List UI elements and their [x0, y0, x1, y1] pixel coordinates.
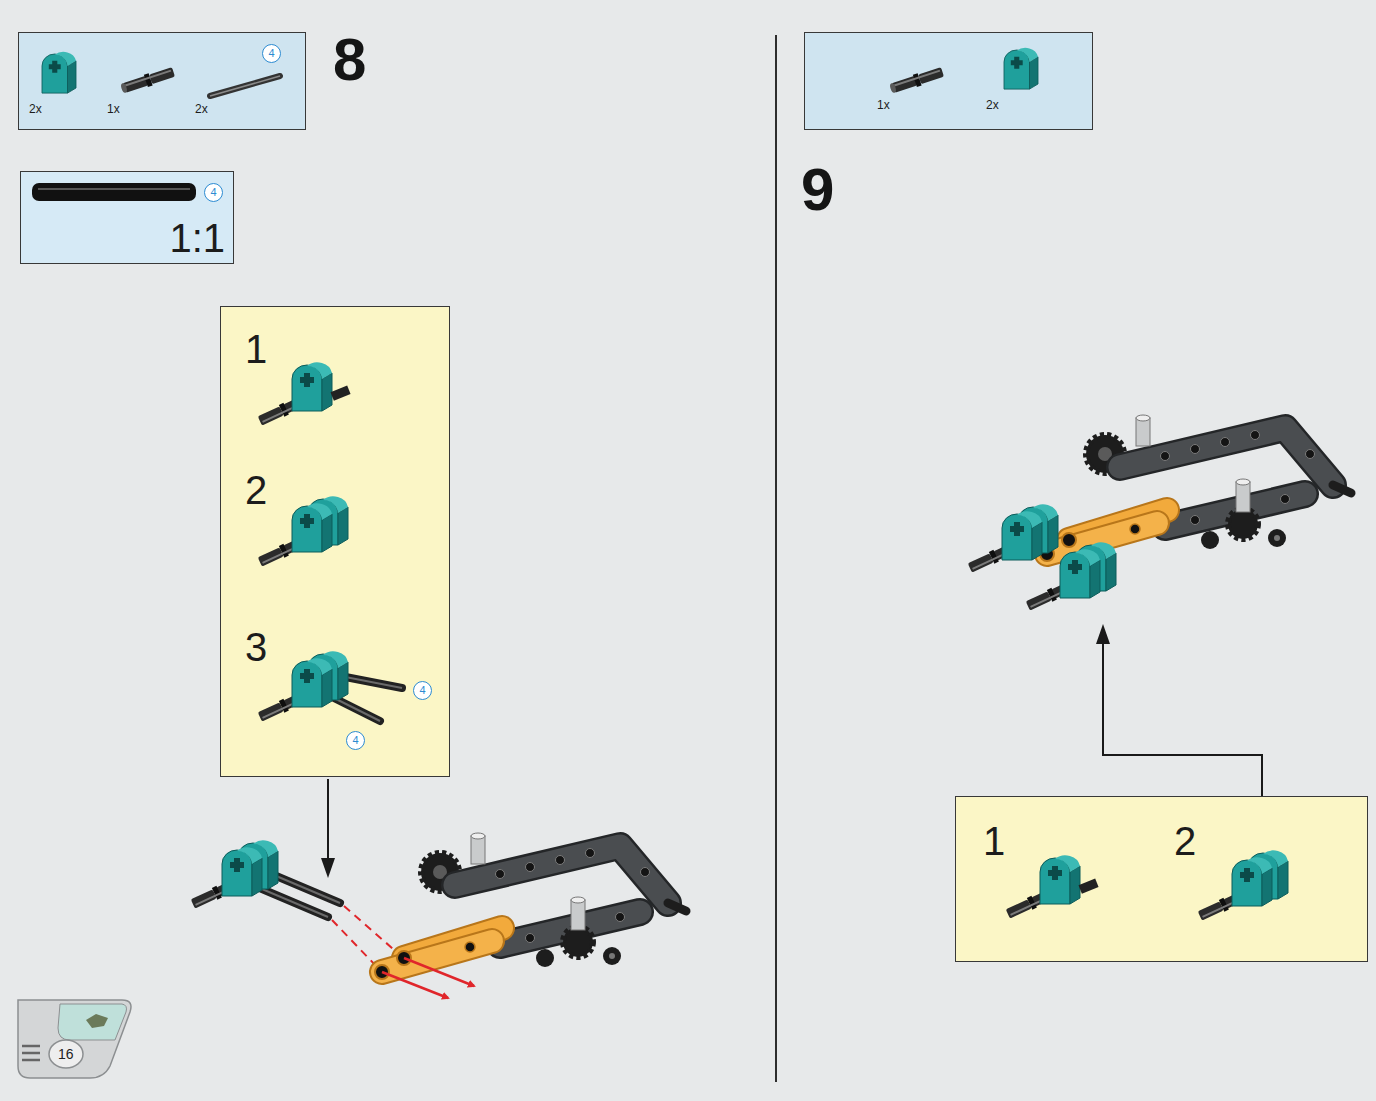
step8-subassembly — [222, 840, 278, 896]
substep-number: 1 — [983, 821, 1005, 861]
substep-9-1 — [1040, 855, 1080, 904]
step-number: 8 — [333, 30, 366, 90]
substep-8-1 — [331, 386, 351, 401]
parts-list-8 — [42, 52, 76, 93]
substep-9-1 — [1005, 855, 1098, 919]
step9-connectors — [1002, 504, 1058, 560]
page-tab — [18, 1000, 131, 1078]
insert-arrow — [382, 972, 448, 998]
substep-8-3 — [318, 690, 380, 721]
flow-arrow — [327, 779, 329, 860]
page-number: 16 — [58, 1047, 74, 1061]
step8-subassembly — [190, 840, 340, 917]
substep-8-3 — [257, 688, 312, 723]
flow-arrow — [321, 858, 335, 878]
page-tab — [22, 1059, 40, 1062]
step8-assembly — [375, 833, 686, 979]
step8-subassembly — [262, 870, 340, 903]
flow-arrow — [1096, 624, 1110, 644]
flow-arrow — [321, 779, 335, 878]
page-divider — [775, 35, 777, 1082]
step8-subassembly — [262, 870, 340, 903]
parts-list-9 — [1004, 48, 1038, 89]
substep-box: 1 2 3 4 4 — [220, 306, 450, 777]
scale-label: 1:1 — [169, 218, 225, 258]
page-tab — [49, 1040, 83, 1068]
substep-8-2 — [292, 496, 348, 552]
substep-8-3 — [330, 674, 402, 688]
substep-number: 3 — [245, 627, 267, 667]
substep-number: 2 — [245, 470, 267, 510]
step9-assembly — [1040, 415, 1351, 561]
quantity-label: 1x — [877, 99, 890, 111]
insert-arrow — [404, 958, 474, 986]
parts-list-box: 4 2x 1x 2x — [18, 32, 306, 130]
axle-scale-bar — [38, 188, 190, 190]
step9-connectors — [1025, 577, 1080, 612]
step9-connectors — [1060, 542, 1116, 598]
parts-list-8 — [210, 76, 280, 96]
substep-number: 1 — [245, 329, 267, 369]
parts-list-8 — [210, 76, 280, 96]
page-tab — [58, 1004, 127, 1040]
step8-subassembly — [190, 875, 245, 910]
substep-8-1 — [257, 362, 350, 426]
substep-9-2 — [1197, 850, 1288, 921]
parts-list-9 — [889, 66, 945, 95]
insert-guide — [344, 906, 400, 955]
insert-guide — [332, 920, 378, 968]
substep-8-2 — [257, 533, 312, 568]
substep-number: 2 — [1174, 821, 1196, 861]
callout-number: 4 — [346, 731, 365, 750]
flow-arrow — [1096, 624, 1262, 796]
step8-subassembly — [250, 884, 328, 917]
callout-number: 4 — [204, 183, 223, 202]
substep-9-2 — [1197, 887, 1252, 922]
quantity-label: 2x — [986, 99, 999, 111]
substep-9-2 — [1232, 850, 1288, 906]
substep-8-3 — [257, 651, 402, 722]
callout-number: 4 — [262, 44, 281, 63]
axle-scale-bar — [32, 183, 196, 201]
substep-8-3 — [330, 674, 402, 688]
callout-number: 4 — [413, 681, 432, 700]
page-tab — [18, 1000, 131, 1078]
insert-guide — [332, 906, 400, 968]
quantity-label: 2x — [29, 103, 42, 115]
substep-9-1 — [1079, 879, 1099, 894]
parts-list-9 — [889, 48, 1038, 95]
page-tab — [22, 1045, 40, 1048]
step8-subassembly — [250, 884, 328, 917]
step-number: 9 — [801, 160, 834, 220]
parts-list-8 — [42, 52, 280, 96]
substep-8-1 — [257, 392, 312, 427]
quantity-label: 2x — [195, 103, 208, 115]
substep-box: 12 — [955, 796, 1368, 962]
scale-box: 4 1:1 — [20, 171, 234, 264]
parts-list-8 — [120, 66, 176, 95]
quantity-label: 1x — [107, 103, 120, 115]
parts-list-box: 1x 2x — [804, 32, 1093, 130]
substep-8-1 — [292, 362, 332, 411]
substep-9-1 — [1005, 885, 1060, 920]
insert-arrow — [382, 958, 474, 998]
page-tab — [22, 1052, 40, 1055]
step9-connectors — [967, 539, 1022, 574]
flow-arrow — [1103, 642, 1262, 796]
substep-8-3 — [318, 690, 380, 721]
substep-8-3 — [292, 651, 348, 707]
substep-8-2 — [257, 496, 348, 567]
page-tab — [86, 1014, 108, 1028]
step9-connectors — [967, 504, 1116, 611]
